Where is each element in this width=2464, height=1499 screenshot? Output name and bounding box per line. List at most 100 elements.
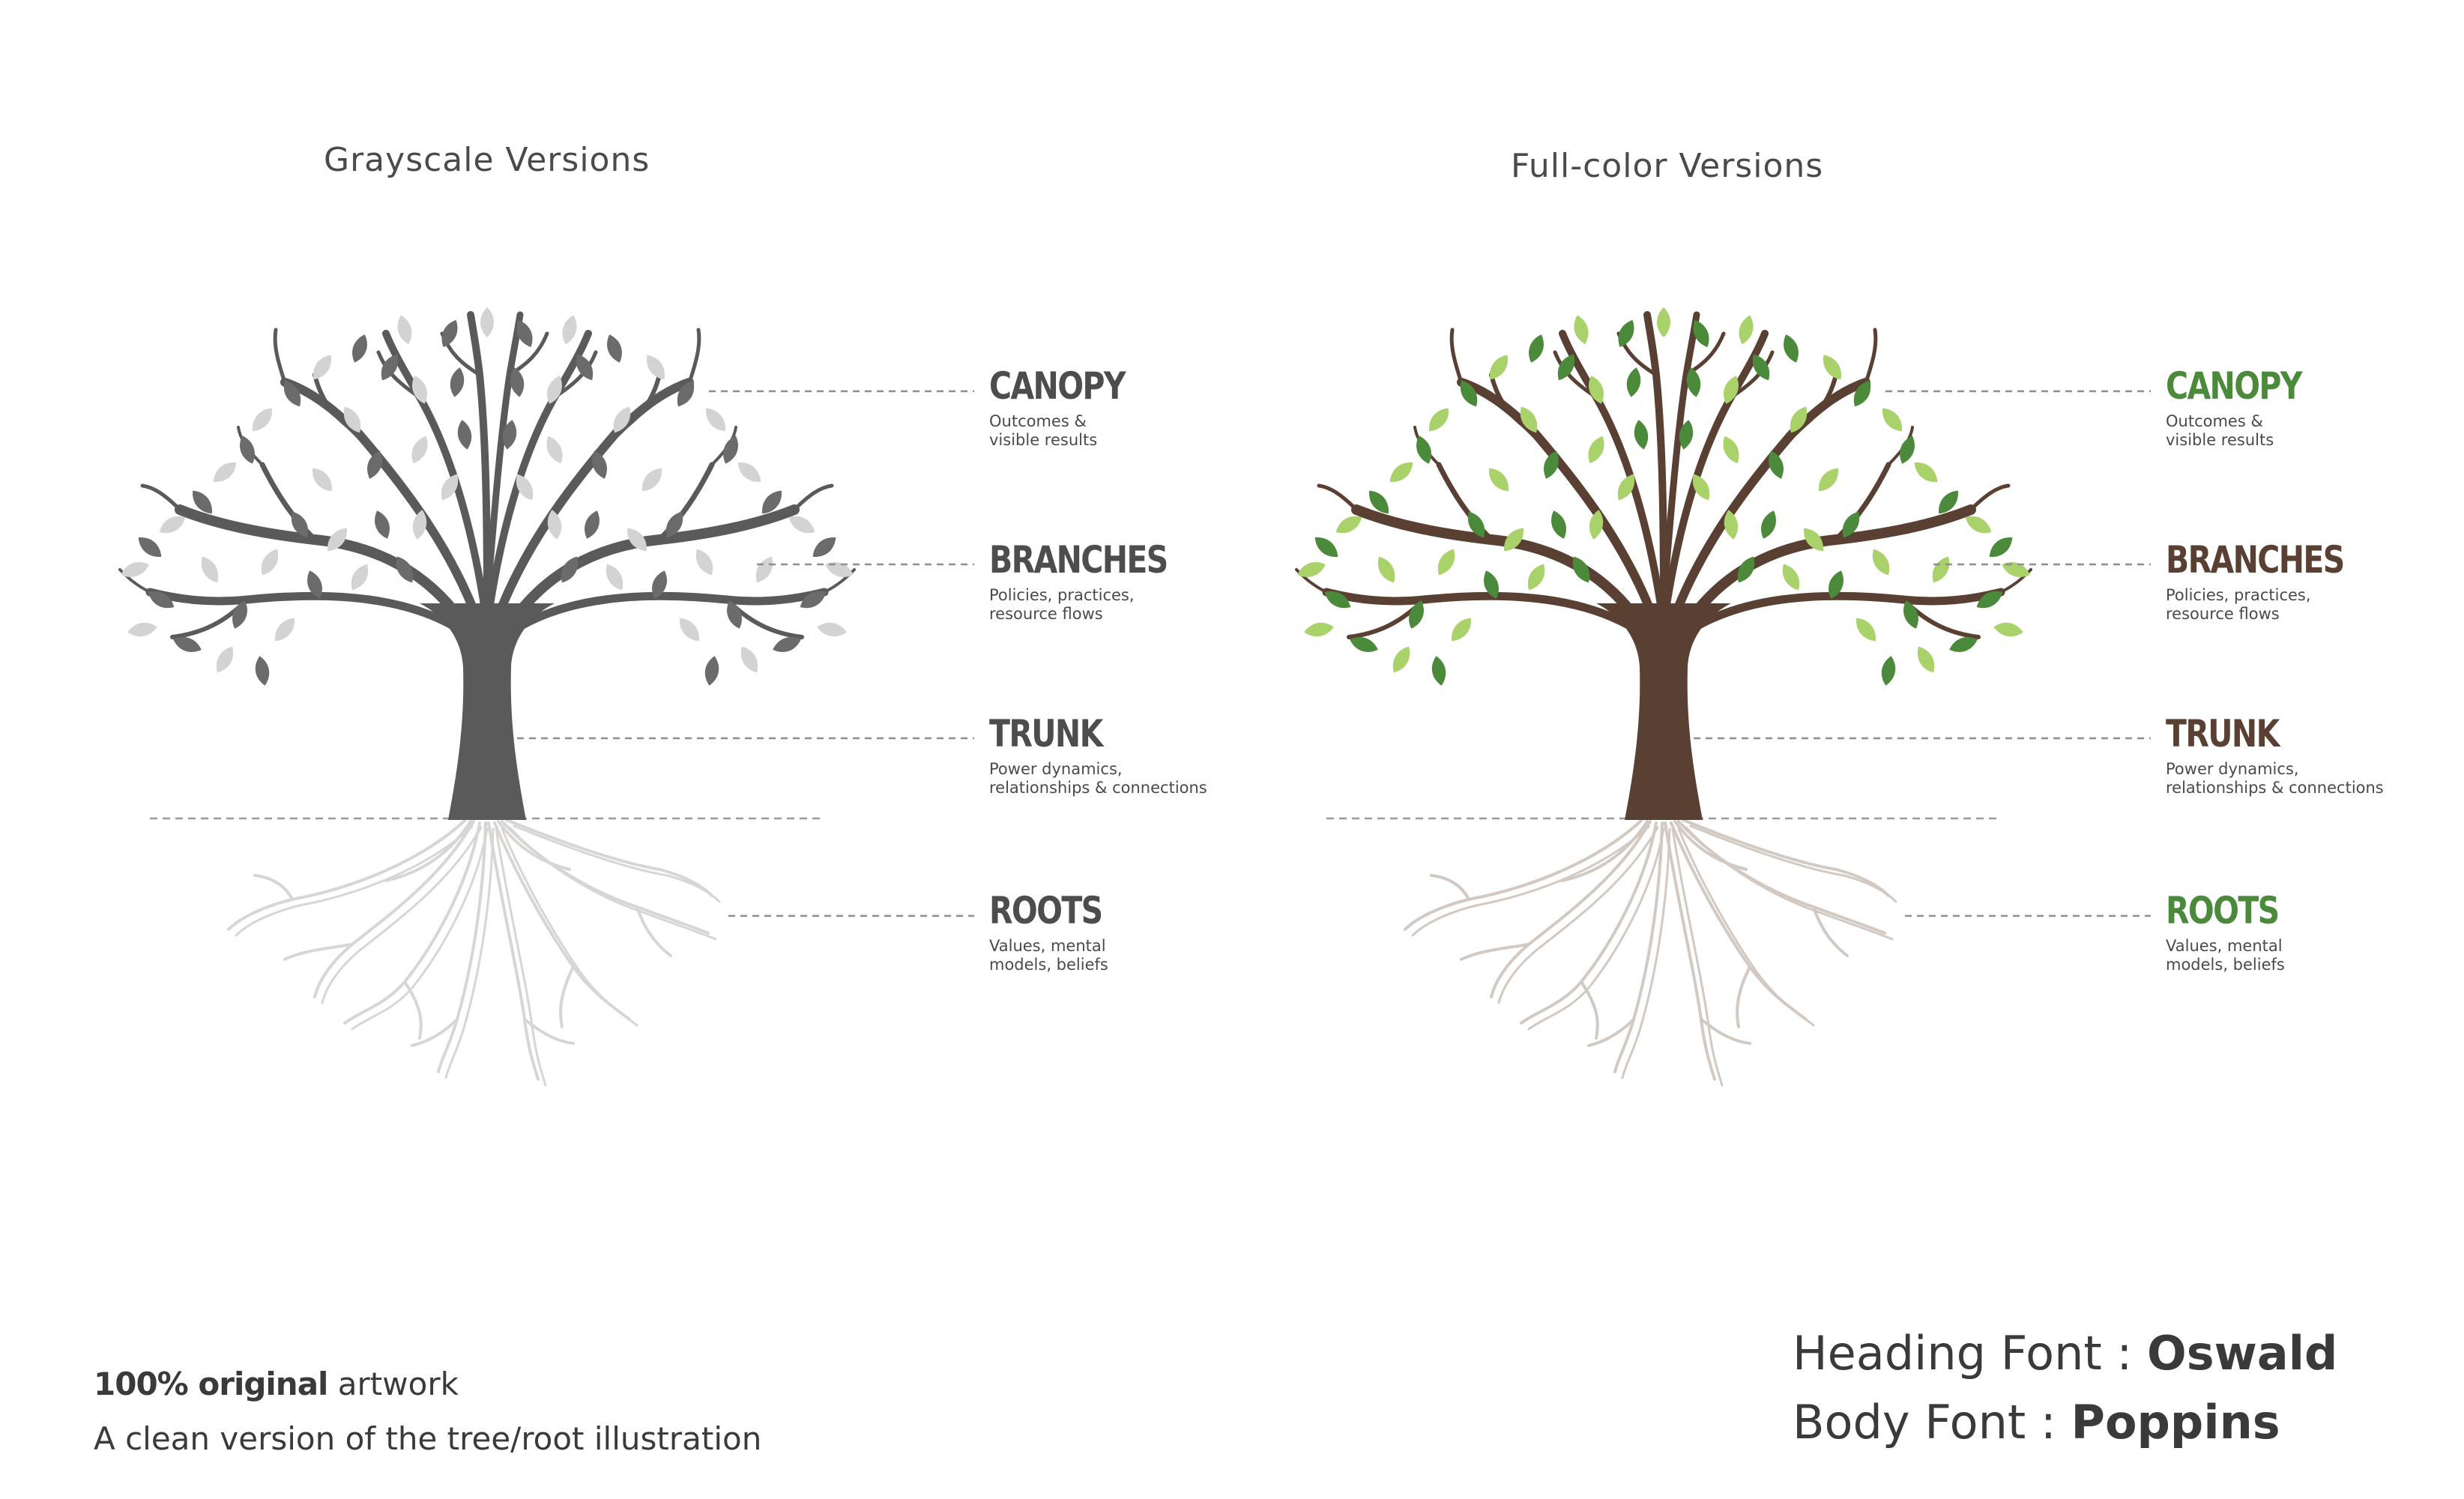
root-strand bbox=[313, 820, 475, 998]
branches-heading: BRANCHES bbox=[2166, 538, 2345, 582]
leaf bbox=[1679, 420, 1694, 450]
leaf bbox=[397, 315, 412, 345]
roots-description: Values, mental models, beliefs bbox=[989, 937, 1108, 974]
branch bbox=[140, 483, 182, 512]
leaf bbox=[159, 516, 186, 534]
heading-font-label: Heading Font : bbox=[1793, 1326, 2147, 1381]
root-strand-outline bbox=[1411, 825, 1650, 937]
roots-outline bbox=[235, 824, 721, 1087]
branch bbox=[792, 483, 834, 512]
leaf bbox=[1819, 468, 1838, 492]
leaf bbox=[1965, 516, 1992, 534]
grayscale-tree-illustration bbox=[118, 307, 974, 1087]
canopy-heading: CANOPY bbox=[2166, 364, 2303, 408]
leaf bbox=[547, 375, 562, 404]
leaf bbox=[576, 354, 594, 381]
leaf bbox=[723, 435, 738, 464]
root-strand-outline bbox=[1527, 827, 1665, 1031]
root-strand bbox=[1587, 1018, 1635, 1047]
leaf bbox=[1769, 450, 1784, 479]
roots-outline bbox=[1411, 824, 1897, 1087]
leaf bbox=[1618, 319, 1634, 348]
original-artwork-bold: 100% original bbox=[94, 1366, 328, 1402]
leaf bbox=[307, 570, 322, 599]
leaf bbox=[441, 474, 459, 501]
leaf bbox=[1723, 435, 1739, 464]
leaf bbox=[773, 637, 801, 652]
leaf bbox=[607, 334, 622, 363]
branch bbox=[486, 378, 694, 642]
root-strand-outline bbox=[513, 824, 721, 903]
leaf bbox=[1437, 549, 1455, 576]
body-font-label: Body Font : bbox=[1793, 1395, 2071, 1450]
leaf bbox=[1489, 468, 1509, 492]
leaf bbox=[216, 646, 234, 673]
leaf bbox=[1752, 354, 1770, 381]
roots bbox=[227, 818, 713, 1081]
leaf bbox=[412, 510, 427, 540]
leaf bbox=[1823, 355, 1842, 380]
root-strand-outline bbox=[501, 827, 638, 1027]
leaf bbox=[367, 450, 382, 479]
branch bbox=[1317, 483, 1359, 512]
leaf bbox=[704, 656, 719, 686]
leaf bbox=[450, 367, 465, 397]
root-strand bbox=[1490, 820, 1652, 998]
branch bbox=[376, 350, 422, 399]
branch bbox=[1553, 350, 1598, 399]
root-strand bbox=[1673, 820, 1748, 871]
leaf bbox=[1544, 450, 1559, 479]
canopy-leaves bbox=[1297, 307, 2030, 686]
canopy-description: Outcomes & visible results bbox=[989, 412, 1098, 449]
leaf bbox=[1761, 510, 1776, 539]
root-strand bbox=[497, 820, 571, 871]
branch bbox=[1643, 311, 1667, 603]
body-font-name: Poppins bbox=[2071, 1395, 2280, 1450]
leaf bbox=[788, 516, 815, 534]
root-strand-outline bbox=[444, 827, 495, 1079]
leaf bbox=[1881, 656, 1896, 686]
root-strand-outline bbox=[321, 826, 483, 1004]
root-strand bbox=[283, 943, 354, 961]
leaf bbox=[680, 618, 699, 642]
leaf bbox=[1914, 462, 1938, 482]
leaf bbox=[1588, 435, 1604, 464]
leaf bbox=[585, 510, 600, 539]
leaf bbox=[642, 468, 662, 492]
leaf bbox=[381, 354, 399, 381]
root-strand bbox=[1404, 819, 1643, 931]
leaf bbox=[1617, 474, 1635, 501]
leaf bbox=[253, 408, 272, 432]
leaf bbox=[201, 556, 219, 583]
root-strand bbox=[559, 965, 575, 1028]
leaf bbox=[1429, 408, 1449, 432]
leaf bbox=[138, 537, 162, 557]
leaf bbox=[412, 375, 427, 404]
leaf bbox=[1804, 528, 1823, 552]
root-strand bbox=[343, 821, 481, 1025]
font-info: Heading Font : Oswald Body Font : Poppin… bbox=[1793, 1319, 2337, 1457]
trunk bbox=[1596, 603, 1731, 820]
leaf bbox=[127, 622, 157, 637]
leaf bbox=[510, 367, 525, 397]
branches-heading: BRANCHES bbox=[989, 538, 1168, 582]
leaf bbox=[1314, 537, 1338, 557]
branch bbox=[1295, 568, 1328, 594]
branch bbox=[1660, 311, 1700, 603]
branch bbox=[687, 328, 701, 384]
root-strand bbox=[384, 820, 472, 882]
leaf bbox=[343, 406, 361, 433]
root-strand bbox=[403, 980, 423, 1040]
leaf bbox=[1782, 564, 1800, 591]
leaf bbox=[1842, 511, 1860, 538]
leaf bbox=[592, 450, 607, 479]
root-strand bbox=[523, 1018, 575, 1045]
leaf bbox=[825, 562, 854, 577]
leaf bbox=[213, 462, 237, 482]
root-strand bbox=[437, 821, 487, 1073]
